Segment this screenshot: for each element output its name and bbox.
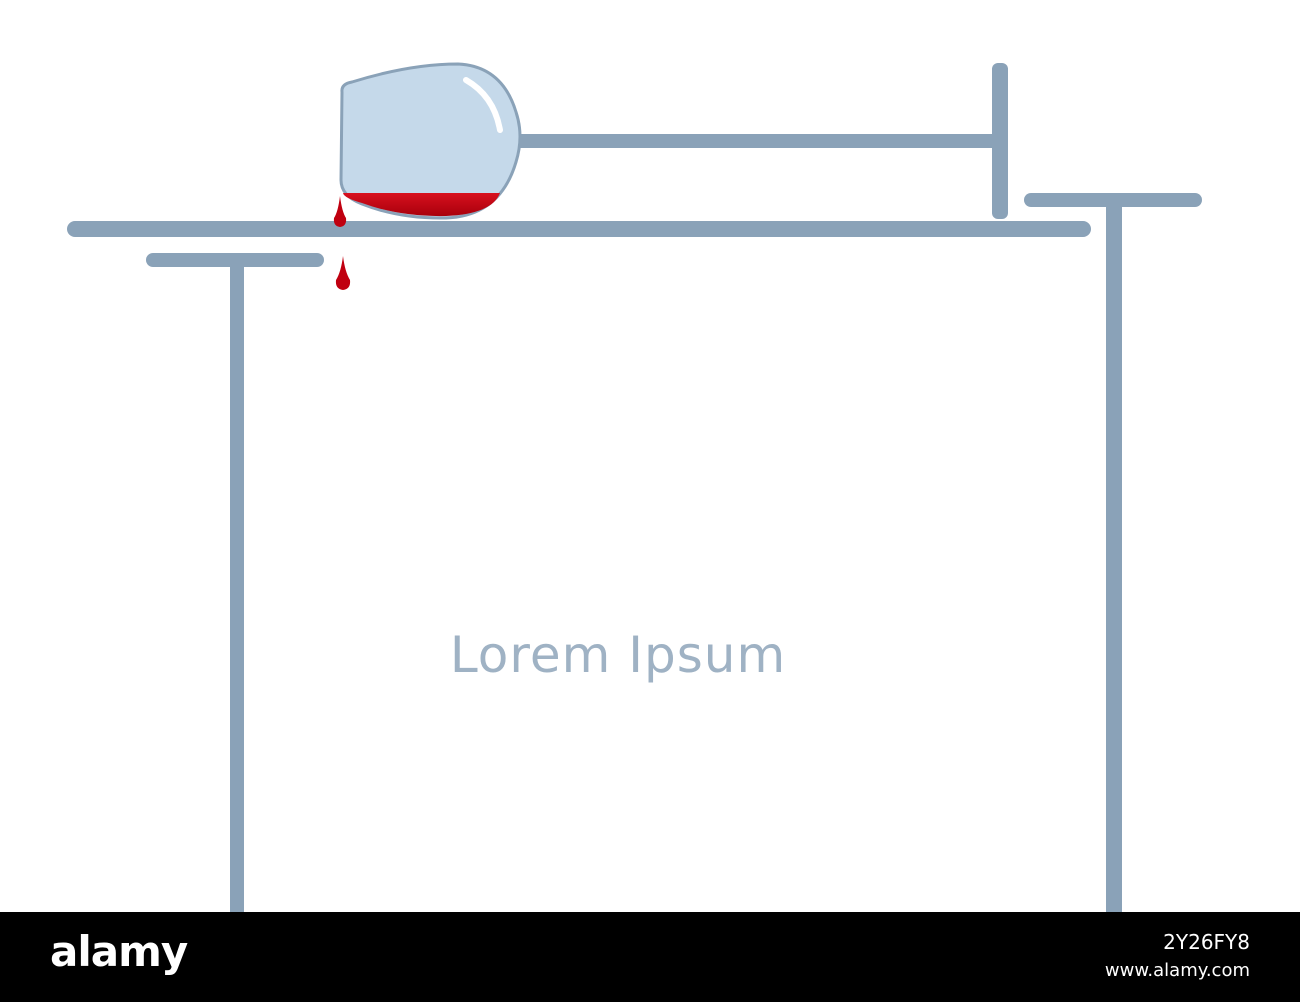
wine-drop-icon bbox=[333, 196, 347, 227]
footer-bar: alamy 2Y26FY8 www.alamy.com bbox=[0, 912, 1300, 1002]
left-shelf-bar bbox=[146, 253, 324, 267]
table-top-bar bbox=[67, 221, 1091, 237]
wine-drop-icon bbox=[335, 256, 351, 290]
site-url-label: www.alamy.com bbox=[1104, 960, 1250, 981]
glass-bowl bbox=[339, 62, 522, 220]
glass-foot bbox=[992, 63, 1008, 219]
wine-in-glass bbox=[343, 193, 500, 217]
right-shelf-bar bbox=[1024, 193, 1202, 207]
glass-stem bbox=[520, 134, 995, 148]
caption-text: Lorem Ipsum bbox=[449, 626, 787, 684]
brand-logo: alamy bbox=[50, 927, 188, 976]
wine-glass-icon bbox=[339, 62, 1008, 220]
image-id-label: 2Y26FY8 bbox=[1163, 930, 1250, 954]
glass-highlight bbox=[463, 77, 503, 133]
left-leg bbox=[230, 267, 244, 912]
wine-frame-illustration bbox=[67, 62, 1202, 912]
right-leg bbox=[1106, 207, 1122, 912]
